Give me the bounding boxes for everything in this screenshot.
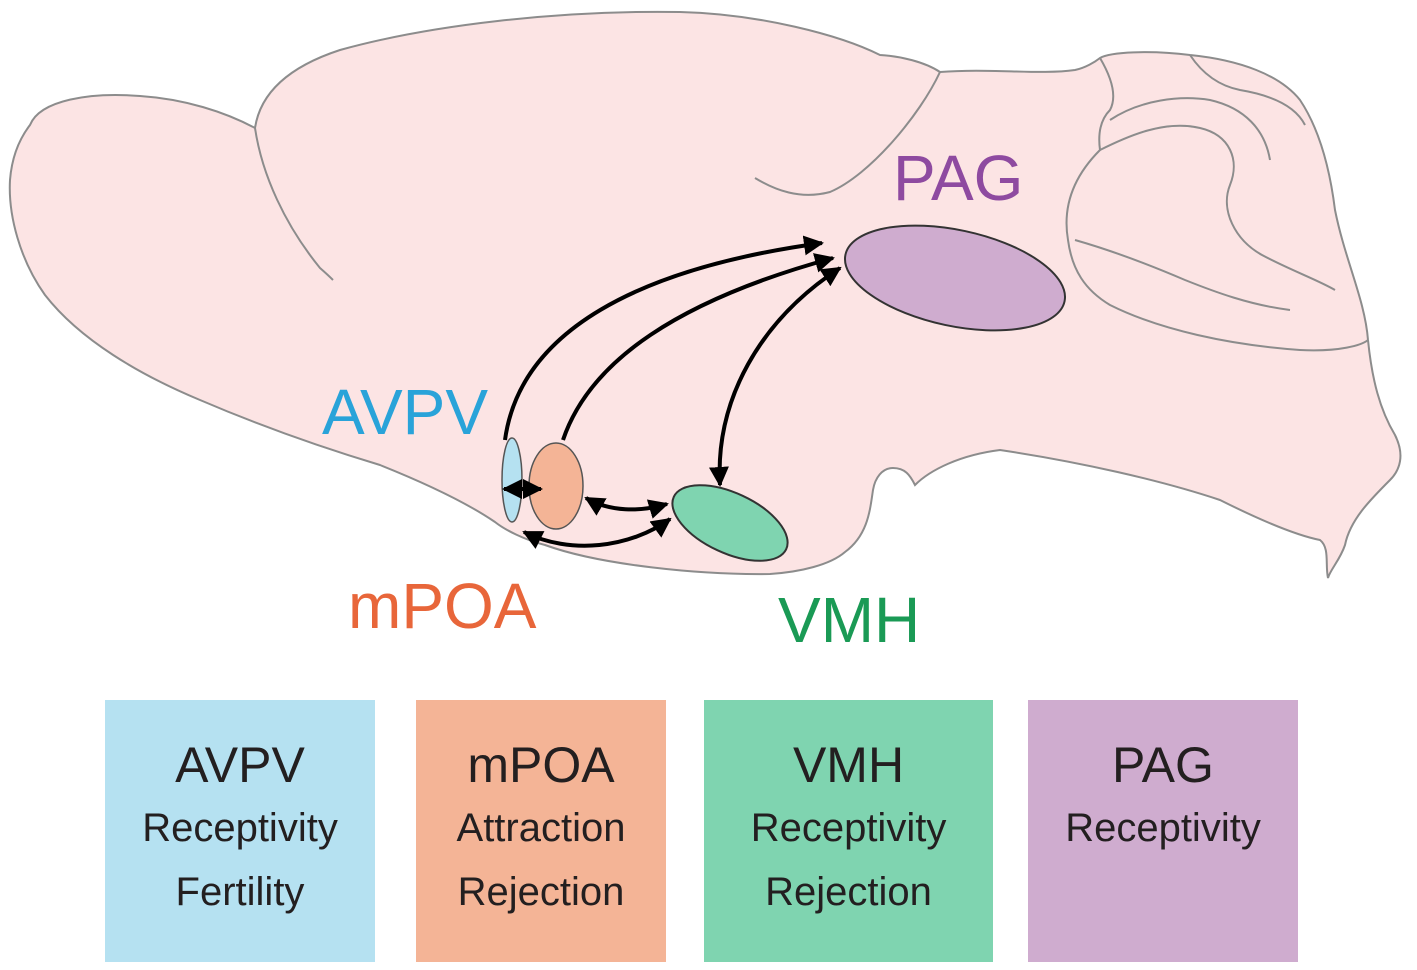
cerebellum-fold-2: [1109, 97, 1271, 161]
box-function: Rejection: [457, 870, 625, 914]
box-function: Fertility: [175, 870, 305, 914]
pag-function-box: PAG Receptivity: [1028, 700, 1298, 962]
arrow-avpv-pag: [503, 235, 824, 441]
cerebellum-fold-4: [1074, 239, 1291, 311]
cerebellum-fold-3: [1189, 54, 1306, 126]
arrow-mpoa-vmh-upper: [584, 496, 669, 519]
cerebellum-outline: [1065, 57, 1369, 352]
brain-diagram: [8, 10, 1402, 579]
mpoa-label: mPOA: [348, 570, 537, 642]
pag-label: PAG: [893, 142, 1024, 214]
midbrain-boundary-line: [754, 71, 941, 196]
box-function: Receptivity: [142, 806, 338, 850]
cortex-boundary-line: [254, 127, 334, 281]
box-title: mPOA: [467, 737, 615, 793]
pag-region: [843, 224, 1067, 332]
brain-outline: [8, 10, 1402, 579]
vmh-function-box: VMH Receptivity Rejection: [704, 700, 993, 962]
cerebellum-fold-1: [1099, 124, 1336, 291]
box-function: Receptivity: [1065, 806, 1261, 850]
arrow-mpoa-vmh-lower: [522, 517, 672, 549]
box-title: VMH: [792, 737, 905, 793]
box-function: Attraction: [456, 806, 626, 850]
mpoa-function-box: mPOA Attraction Rejection: [416, 700, 666, 962]
avpv-label: AVPV: [322, 376, 488, 448]
mpoa-region: [528, 442, 584, 530]
box-function: Receptivity: [750, 806, 947, 850]
box-title: AVPV: [175, 737, 305, 793]
avpv-region: [501, 437, 523, 523]
avpv-function-box: AVPV Receptivity Fertility: [105, 700, 375, 962]
vmh-label: VMH: [778, 584, 921, 656]
box-function: Rejection: [765, 870, 932, 914]
vmh-region: [671, 484, 789, 562]
arrow-vmh-pag: [708, 266, 842, 487]
box-title: PAG: [1112, 737, 1214, 793]
